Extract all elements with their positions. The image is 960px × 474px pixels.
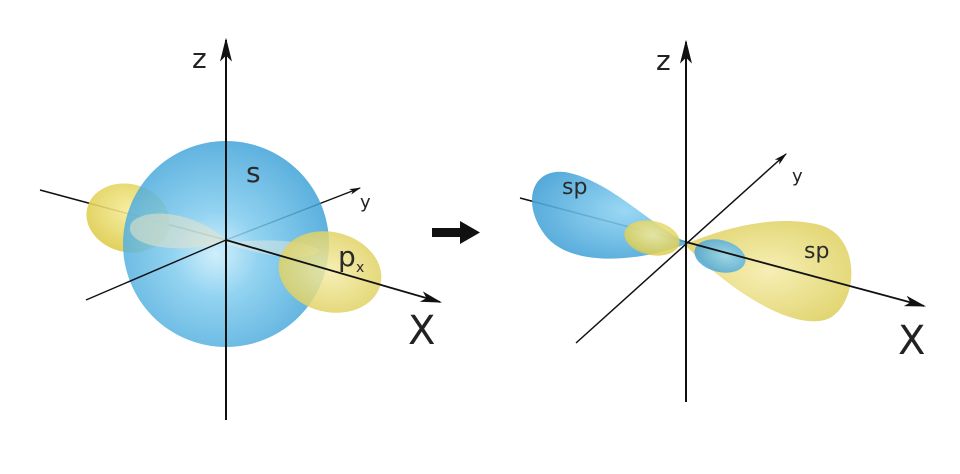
left-z-label: z xyxy=(192,42,207,75)
right-x-label: X xyxy=(898,318,925,364)
right-z-label: z xyxy=(656,44,671,77)
transition-arrow-icon xyxy=(432,221,480,244)
left-y-axis-front xyxy=(85,239,227,301)
s-orbital-label: s xyxy=(246,156,261,189)
p-orbital-front-lobe xyxy=(278,231,382,313)
p-orbital-label-main: p xyxy=(338,240,356,273)
sp-right-label: sp xyxy=(804,239,829,264)
p-orbital-label: p xyxy=(338,240,356,273)
left-diagram: z y X s p x xyxy=(39,37,443,420)
left-y-label: y xyxy=(360,192,371,213)
sp-orbital-left-small-lobe xyxy=(624,220,680,256)
sp-orbital-right-lobe xyxy=(686,221,852,322)
left-x-label: X xyxy=(408,308,435,354)
p-orbital-inner-back xyxy=(129,213,226,249)
left-x-axis-front xyxy=(225,239,443,303)
right-y-axis xyxy=(575,153,788,344)
sp-left-label: sp xyxy=(562,175,587,200)
right-diagram: z y X sp sp xyxy=(519,39,927,402)
p-orbital-subscript: x xyxy=(356,260,364,276)
right-x-axis-front xyxy=(685,241,927,307)
right-y-label: y xyxy=(792,166,803,187)
